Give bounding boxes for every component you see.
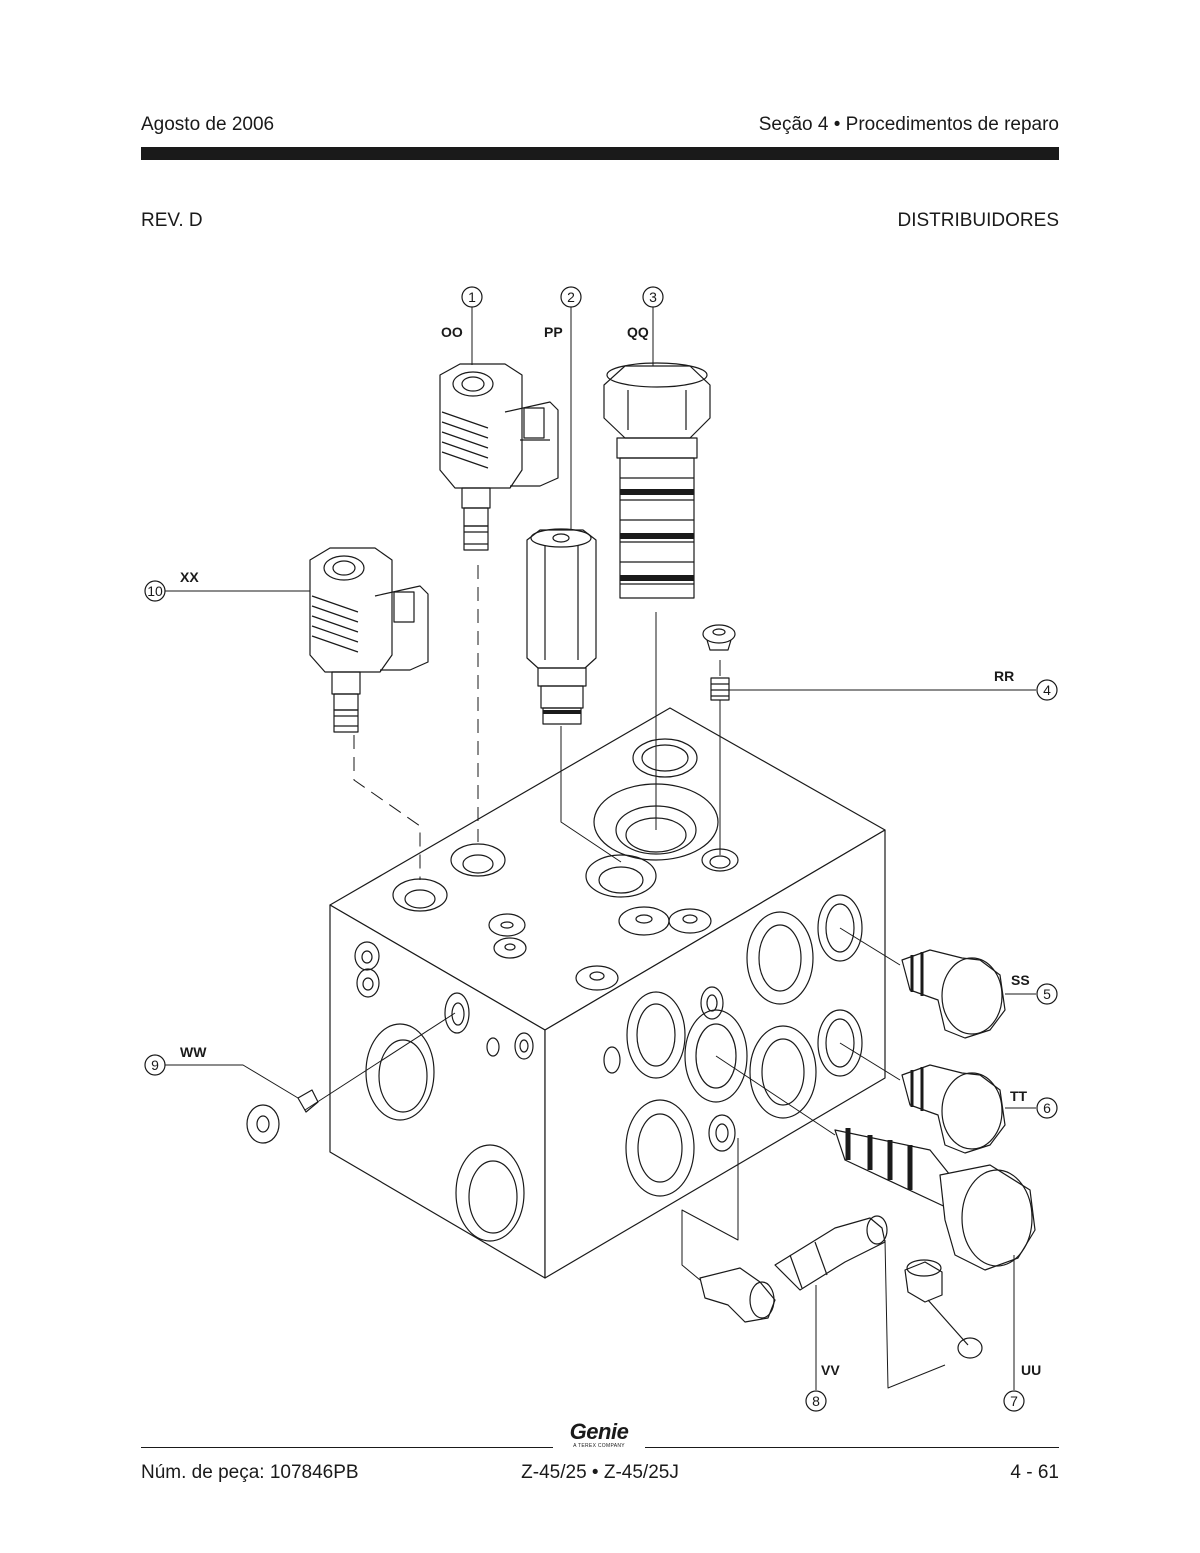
logo-wordmark: Genie xyxy=(569,1419,629,1444)
check-valve-2 xyxy=(526,528,597,725)
callout-code-uu: UU xyxy=(1021,1362,1041,1378)
callout-code-qq: QQ xyxy=(627,324,649,340)
callout-number-6: 6 xyxy=(1043,1100,1051,1116)
solenoid-valve-1 xyxy=(439,363,559,551)
genie-logo: Genie A TEREX COMPANY xyxy=(560,1419,638,1450)
callout-number-5: 5 xyxy=(1043,986,1051,1002)
callout-code-vv: VV xyxy=(821,1362,840,1378)
plug-4 xyxy=(702,624,736,701)
callout-code-ww: WW xyxy=(180,1044,207,1060)
callout-number-7: 7 xyxy=(1010,1393,1018,1409)
footer-page-number: 4 - 61 xyxy=(1010,1462,1059,1483)
header-section: Seção 4 • Procedimentos de reparo xyxy=(758,114,1059,135)
header-rule xyxy=(141,147,1059,160)
callout-circles xyxy=(144,286,1058,1412)
callout-code-rr: RR xyxy=(994,668,1014,684)
cartridge-valve-3 xyxy=(603,362,711,599)
logo-tagline: A TEREX COMPANY xyxy=(573,1443,625,1449)
footer-rule-left xyxy=(141,1447,553,1448)
header-date: Agosto de 2006 xyxy=(141,114,275,135)
relief-valve-6 xyxy=(901,1064,1006,1154)
callout-leaders xyxy=(165,307,1036,1390)
footer-part-number: Núm. de peça: 107846PB xyxy=(141,1462,359,1483)
callout-number-10: 10 xyxy=(147,583,163,599)
cartridge-valve-7 xyxy=(834,1128,1036,1271)
test-fittings-8 xyxy=(699,1215,888,1323)
dust-cap xyxy=(904,1259,983,1359)
relief-valve-5 xyxy=(901,949,1006,1039)
callout-code-ss: SS xyxy=(1011,972,1030,988)
callout-number-8: 8 xyxy=(812,1393,820,1409)
callout-code-pp: PP xyxy=(544,324,563,340)
callout-code-xx: XX xyxy=(180,569,199,585)
plug-9 xyxy=(246,1089,319,1144)
callout-code-tt: TT xyxy=(1010,1088,1028,1104)
footer-rule-right xyxy=(645,1447,1059,1448)
footer-model: Z-45/25 • Z-45/25J xyxy=(521,1462,679,1483)
callout-number-9: 9 xyxy=(151,1057,159,1073)
callout-code-oo: OO xyxy=(441,324,463,340)
callout-number-1: 1 xyxy=(468,289,476,305)
revision-label: REV. D xyxy=(141,210,203,231)
manifold-block xyxy=(329,707,886,1279)
callout-number-4: 4 xyxy=(1043,682,1051,698)
solenoid-valve-10 xyxy=(309,547,429,733)
topic-title: DISTRIBUIDORES xyxy=(897,210,1059,231)
callout-number-2: 2 xyxy=(567,289,575,305)
callout-number-3: 3 xyxy=(649,289,657,305)
assembly-lines xyxy=(304,565,946,1389)
